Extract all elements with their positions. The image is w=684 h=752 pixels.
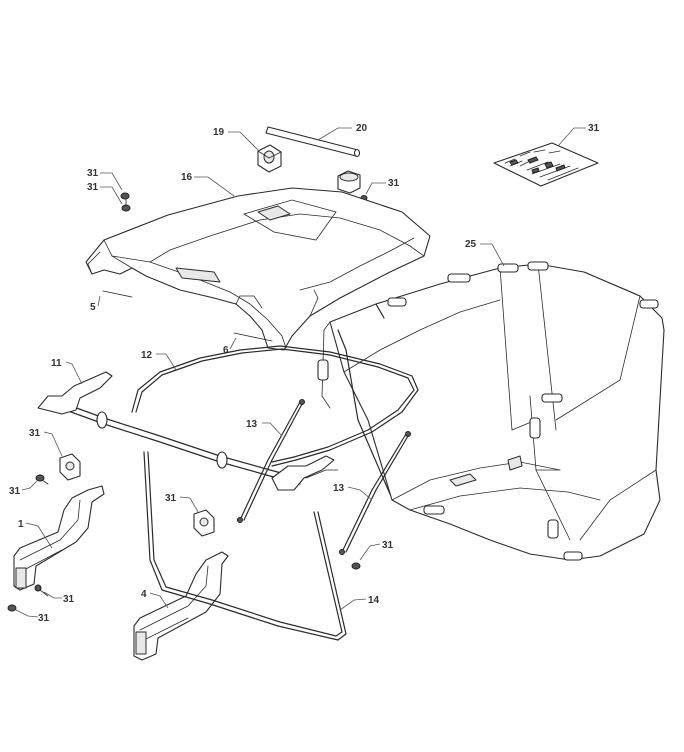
part-31-bolts-left[interactable]: [120, 192, 131, 212]
label-31: 31: [38, 613, 50, 624]
label-5: 5: [90, 302, 96, 313]
part-31-bolt-right[interactable]: [351, 562, 361, 570]
part-6-screw[interactable]: [233, 332, 273, 342]
label-11: 11: [51, 358, 62, 369]
part-31-bolt-left[interactable]: [35, 474, 49, 485]
part-31-bracket-mid[interactable]: [193, 509, 215, 537]
label-16: 16: [181, 172, 193, 183]
part-31-nut-bottom[interactable]: [7, 604, 17, 612]
part-1-bracket[interactable]: [13, 485, 105, 591]
label-12: 12: [141, 350, 153, 361]
label-31: 31: [388, 178, 400, 189]
part-25-grass-bag[interactable]: [317, 261, 665, 561]
part-31-bolt-bottom[interactable]: [34, 584, 49, 597]
callout-labels: 20 19 31 31 16 31 31 25 5 6 11 12 13 31 …: [9, 123, 600, 624]
part-14-u-rod[interactable]: [143, 451, 347, 641]
label-19: 19: [213, 127, 225, 138]
part-5-screw[interactable]: [102, 290, 133, 298]
label-31: 31: [9, 486, 21, 497]
part-11-axle[interactable]: [37, 371, 339, 491]
label-13: 13: [333, 483, 345, 494]
part-13-strut-left[interactable]: [237, 399, 305, 523]
part-31-hardware-bag[interactable]: [493, 142, 599, 187]
label-1: 1: [18, 519, 24, 530]
part-20-rod[interactable]: [265, 126, 361, 158]
part-19-bushing[interactable]: [257, 144, 282, 173]
part-16-lid[interactable]: [85, 187, 431, 351]
label-6: 6: [223, 345, 229, 356]
lid-knob[interactable]: [337, 170, 361, 194]
part-4-bracket[interactable]: [133, 551, 229, 661]
label-31: 31: [588, 123, 600, 134]
label-13: 13: [246, 419, 258, 430]
label-31: 31: [63, 594, 75, 605]
leader-lines: [15, 127, 586, 618]
part-12-frame-rod[interactable]: [131, 345, 419, 467]
label-25: 25: [465, 239, 477, 250]
label-31: 31: [87, 182, 99, 193]
label-31: 31: [165, 493, 177, 504]
part-13-strut-right[interactable]: [339, 431, 411, 555]
label-31: 31: [87, 168, 99, 179]
label-31: 31: [382, 540, 394, 551]
label-31: 31: [29, 428, 41, 439]
label-20: 20: [356, 123, 368, 134]
label-14: 14: [368, 595, 380, 606]
part-31-bracket-left[interactable]: [59, 453, 81, 481]
label-4: 4: [141, 589, 147, 600]
